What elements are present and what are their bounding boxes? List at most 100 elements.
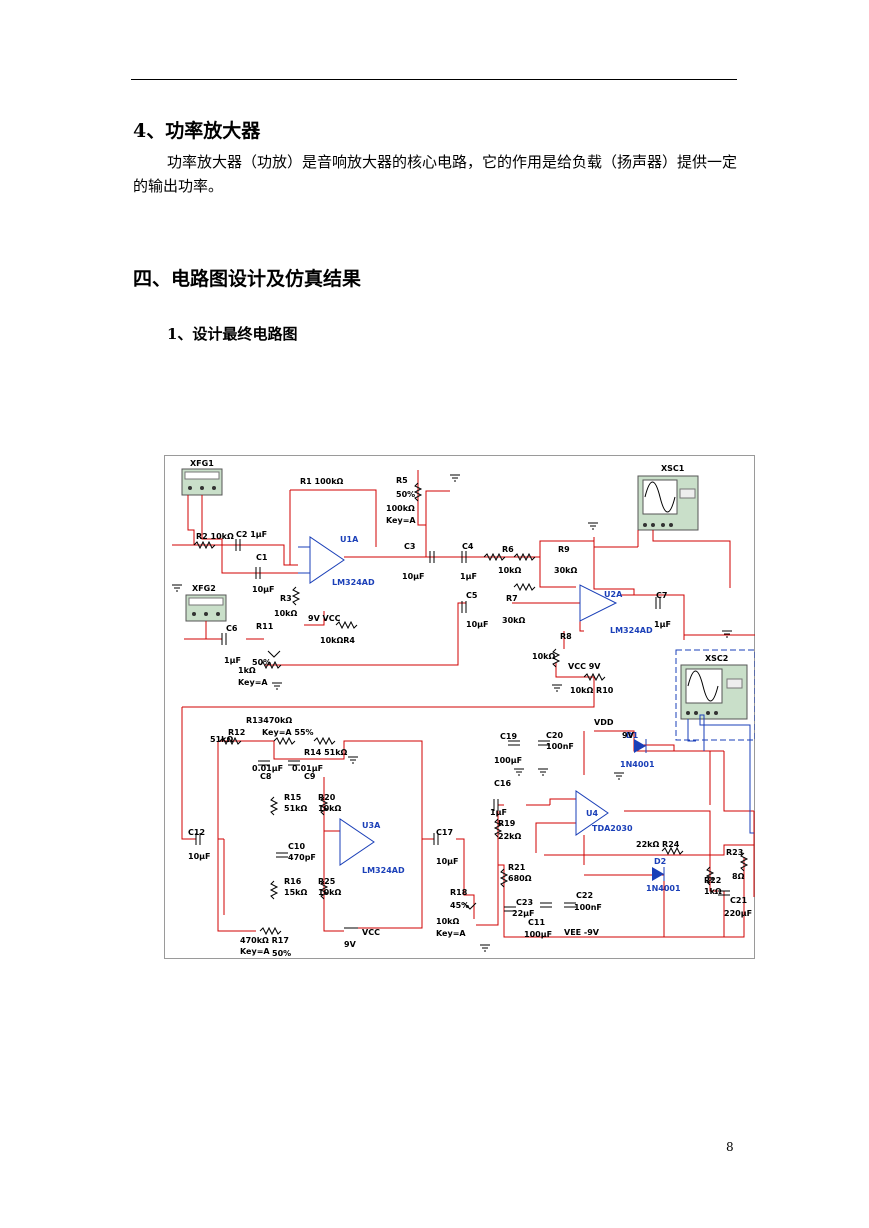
svg-text:LM324AD: LM324AD [362, 866, 405, 875]
svg-text:0.01µF: 0.01µF [252, 764, 283, 773]
svg-text:R8: R8 [560, 632, 572, 641]
body-paragraph: 功率放大器（功放）是音响放大器的核心电路，它的作用是给负载（扬声器）提供一定的输… [133, 153, 738, 195]
svg-text:R25: R25 [318, 877, 336, 886]
svg-text:1kΩ: 1kΩ [238, 666, 256, 675]
svg-text:C4: C4 [462, 542, 474, 551]
svg-text:22µF: 22µF [512, 909, 534, 918]
svg-text:0.01µF: 0.01µF [292, 764, 323, 773]
svg-text:R12: R12 [228, 728, 245, 737]
svg-text:1µF: 1µF [224, 656, 241, 665]
svg-text:10kΩ: 10kΩ [318, 888, 341, 897]
svg-text:100kΩ: 100kΩ [386, 504, 415, 513]
svg-text:C21: C21 [730, 896, 747, 905]
svg-text:C23: C23 [516, 898, 533, 907]
svg-text:9V VCC: 9V VCC [308, 614, 341, 623]
svg-text:R14 51kΩ: R14 51kΩ [304, 748, 348, 757]
function-generator-xfg1: XFG1 [181, 459, 223, 496]
opamp-u2a: U2A LM324AD [579, 584, 653, 635]
svg-text:51kΩ: 51kΩ [210, 735, 233, 744]
svg-text:C22: C22 [576, 891, 593, 900]
svg-text:U3A: U3A [362, 821, 381, 830]
section-heading-power-amplifier: 4、功率放大器 [133, 120, 261, 142]
function-generator-xfg2: XFG2 [185, 584, 227, 622]
svg-text:15kΩ: 15kΩ [284, 888, 307, 897]
svg-text:10kΩ: 10kΩ [318, 804, 341, 813]
svg-text:R11: R11 [256, 622, 274, 631]
svg-text:10µF: 10µF [252, 585, 274, 594]
svg-text:1N4001: 1N4001 [620, 760, 655, 769]
svg-text:R19: R19 [498, 819, 516, 828]
svg-text:100µF: 100µF [494, 756, 522, 765]
svg-text:C5: C5 [466, 591, 478, 600]
svg-text:R15: R15 [284, 793, 302, 802]
svg-text:100nF: 100nF [546, 742, 574, 751]
svg-text:R5: R5 [396, 476, 408, 485]
svg-text:51kΩ: 51kΩ [284, 804, 307, 813]
opamp-u3a: U3A LM324AD [339, 818, 405, 875]
svg-text:D1: D1 [626, 731, 639, 740]
svg-text:C10: C10 [288, 842, 305, 851]
svg-text:1µF: 1µF [490, 808, 507, 817]
capacitor-symbols [195, 539, 730, 912]
svg-text:30kΩ: 30kΩ [502, 616, 525, 625]
svg-text:XFG1: XFG1 [190, 459, 214, 468]
svg-text:10µF: 10µF [466, 620, 488, 629]
diode-d1: D1 1N4001 [620, 731, 655, 769]
subsection-heading: 1、设计最终电路图 [167, 325, 298, 343]
svg-text:C3: C3 [404, 542, 415, 551]
svg-text:U1A: U1A [340, 535, 359, 544]
svg-text:470pF: 470pF [288, 853, 316, 862]
svg-text:R20: R20 [318, 793, 336, 802]
circuit-schematic-figure: XFG1 XFG2 XSC1 XSC2 [164, 455, 756, 959]
page-number: 8 [726, 1140, 734, 1154]
svg-text:Key=A 55%: Key=A 55% [262, 728, 314, 737]
resistor-symbols [193, 482, 749, 936]
power-amplifier-u4: U4 TDA2030 [575, 790, 633, 836]
svg-text:9V: 9V [344, 940, 357, 949]
svg-text:R22: R22 [704, 876, 721, 885]
svg-text:1µF: 1µF [654, 620, 671, 629]
svg-text:C6: C6 [226, 624, 238, 633]
component-labels: R1 100kΩ R2 10kΩ R3 10kΩ 10kΩR4 R5 50% 1… [188, 476, 752, 958]
svg-text:8Ω: 8Ω [732, 872, 745, 881]
svg-text:D2: D2 [654, 857, 666, 866]
svg-text:VCC: VCC [362, 928, 380, 937]
svg-text:XFG2: XFG2 [192, 584, 216, 593]
svg-text:C7: C7 [656, 591, 667, 600]
svg-text:C9: C9 [304, 772, 316, 781]
svg-text:TDA2030: TDA2030 [592, 824, 633, 833]
circuit-schematic: XFG1 XFG2 XSC1 XSC2 [164, 455, 756, 959]
svg-text:C17: C17 [436, 828, 453, 837]
scope-probe-wires [687, 714, 754, 834]
svg-text:C16: C16 [494, 779, 511, 788]
svg-text:XSC2: XSC2 [705, 654, 728, 663]
svg-text:LM324AD: LM324AD [332, 578, 375, 587]
svg-text:C20: C20 [546, 731, 563, 740]
svg-text:10µF: 10µF [402, 572, 424, 581]
svg-text:10kΩ: 10kΩ [436, 917, 459, 926]
svg-text:10kΩ: 10kΩ [498, 566, 521, 575]
svg-text:R13470kΩ: R13470kΩ [246, 716, 292, 725]
svg-text:Key=A: Key=A [238, 678, 268, 687]
svg-text:10kΩR4: 10kΩR4 [320, 636, 355, 645]
svg-text:10kΩ R10: 10kΩ R10 [570, 686, 614, 695]
svg-text:Key=A: Key=A [240, 947, 270, 956]
svg-text:R7: R7 [506, 594, 518, 603]
svg-text:1N4001: 1N4001 [646, 884, 681, 893]
svg-text:C12: C12 [188, 828, 205, 837]
svg-text:R18: R18 [450, 888, 468, 897]
svg-text:LM324AD: LM324AD [610, 626, 653, 635]
svg-text:R16: R16 [284, 877, 302, 886]
opamp-u1a: U1A LM324AD [298, 535, 375, 587]
svg-text:U2A: U2A [604, 590, 623, 599]
svg-text:100nF: 100nF [574, 903, 602, 912]
svg-text:VDD: VDD [594, 718, 614, 727]
svg-text:C1: C1 [256, 553, 268, 562]
svg-text:22kΩ: 22kΩ [498, 832, 521, 841]
svg-text:50%: 50% [396, 490, 415, 499]
svg-text:10µF: 10µF [436, 857, 458, 866]
svg-text:45%: 45% [450, 901, 469, 910]
svg-text:C19: C19 [500, 732, 517, 741]
svg-text:U4: U4 [586, 809, 598, 818]
svg-text:R2 10kΩ: R2 10kΩ [196, 532, 234, 541]
